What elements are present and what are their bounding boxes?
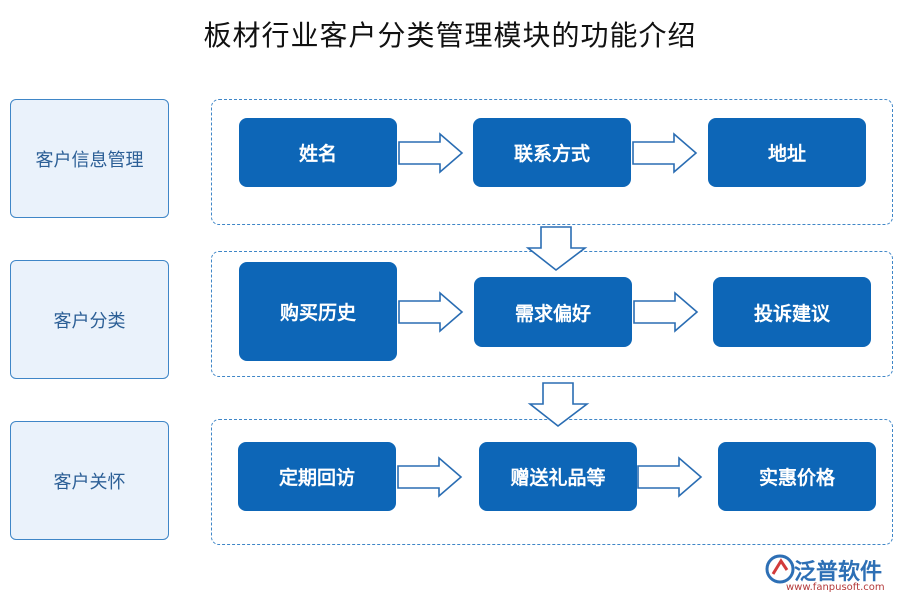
arrow-right-icon (398, 132, 464, 174)
brand-logo-icon (765, 554, 795, 584)
page-title: 板材行业客户分类管理模块的功能介绍 (203, 19, 697, 52)
arrow-right-icon (398, 291, 464, 333)
arrow-down-icon (527, 382, 590, 428)
box-complaint: 投诉建议 (713, 277, 871, 347)
box-purchase-history: 购买历史 (239, 262, 397, 361)
category-label: 客户关怀 (53, 471, 126, 493)
box-label: 购买历史 (279, 302, 356, 324)
box-label: 投诉建议 (753, 302, 830, 325)
box-preference: 需求偏好 (474, 277, 632, 347)
box-label: 姓名 (298, 143, 337, 165)
box-label: 需求偏好 (514, 302, 591, 325)
box-name: 姓名 (239, 118, 397, 187)
box-revisit: 定期回访 (238, 442, 396, 511)
arrow-right-icon (637, 456, 703, 498)
panel-customer-info (211, 99, 893, 225)
watermark: 泛普软件 www.fanpusoft.com (764, 552, 896, 596)
arrow-right-icon (633, 291, 699, 333)
watermark-brand: 泛普软件 (794, 560, 883, 585)
box-contact: 联系方式 (473, 118, 631, 187)
box-gift: 赠送礼品等 (479, 442, 637, 511)
arrow-right-icon (397, 456, 463, 498)
category-care: 客户关怀 (10, 421, 169, 540)
box-price: 实惠价格 (718, 442, 876, 511)
arrow-right-icon (632, 132, 698, 174)
category-label: 客户分类 (53, 310, 126, 332)
category-customer-info: 客户信息管理 (10, 99, 169, 218)
box-label: 定期回访 (278, 467, 355, 489)
box-label: 实惠价格 (758, 467, 835, 489)
category-classification: 客户分类 (10, 260, 169, 379)
category-label: 客户信息管理 (35, 149, 144, 171)
box-address: 地址 (708, 118, 866, 187)
box-label: 赠送礼品等 (510, 467, 606, 489)
box-label: 地址 (767, 143, 806, 165)
watermark-url: www.fanpusoft.com (786, 582, 885, 593)
box-label: 联系方式 (513, 143, 590, 165)
arrow-down-icon (525, 226, 588, 272)
